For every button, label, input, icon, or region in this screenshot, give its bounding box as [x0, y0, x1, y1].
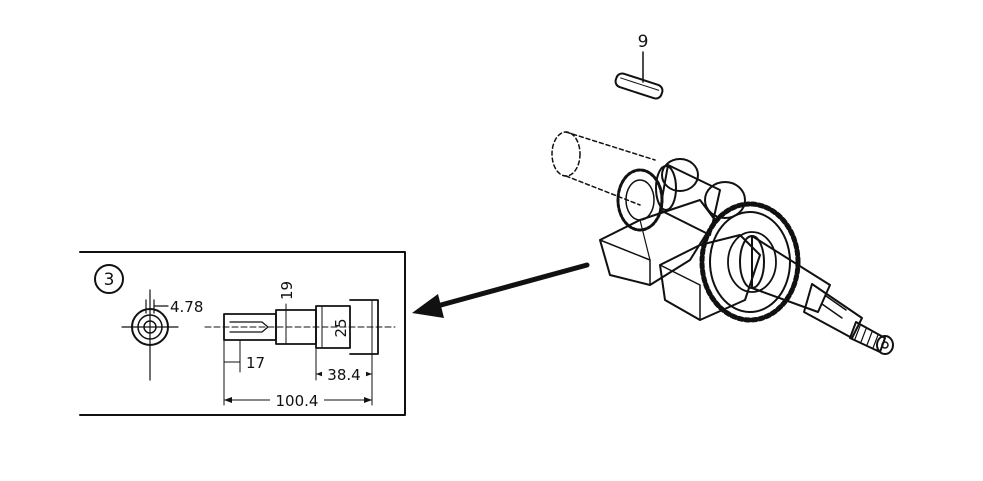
shaft-dashed-extension [551, 131, 656, 206]
rear-crank-web [599, 199, 716, 286]
dim-total-length: 100.4 [276, 392, 319, 410]
front-crank-web [659, 234, 761, 321]
inset-number: 3 [104, 270, 115, 290]
pointer-arrow [412, 262, 590, 318]
dim-step-length: 38.4 [327, 366, 360, 384]
dim-keyway-length: 17 [246, 354, 265, 372]
front-shaft [739, 235, 863, 339]
dim-shaft-dia-large: 25 [332, 318, 350, 337]
dim-shaft-dia-small: 19 [278, 281, 296, 300]
part-label: 9 [638, 32, 649, 52]
crankshaft-assembly [551, 131, 894, 355]
shaft-end-view: 4.78 [121, 289, 203, 381]
part-9-key: 9 [614, 32, 664, 100]
inset-number-badge: 3 [94, 264, 124, 294]
dim-key-width: 4.78 [170, 298, 203, 316]
main-gear [699, 201, 801, 323]
shaft-side-view [204, 299, 396, 355]
inset-detail: 3 4.78 19 25 [79, 251, 406, 416]
threaded-end [849, 321, 894, 355]
